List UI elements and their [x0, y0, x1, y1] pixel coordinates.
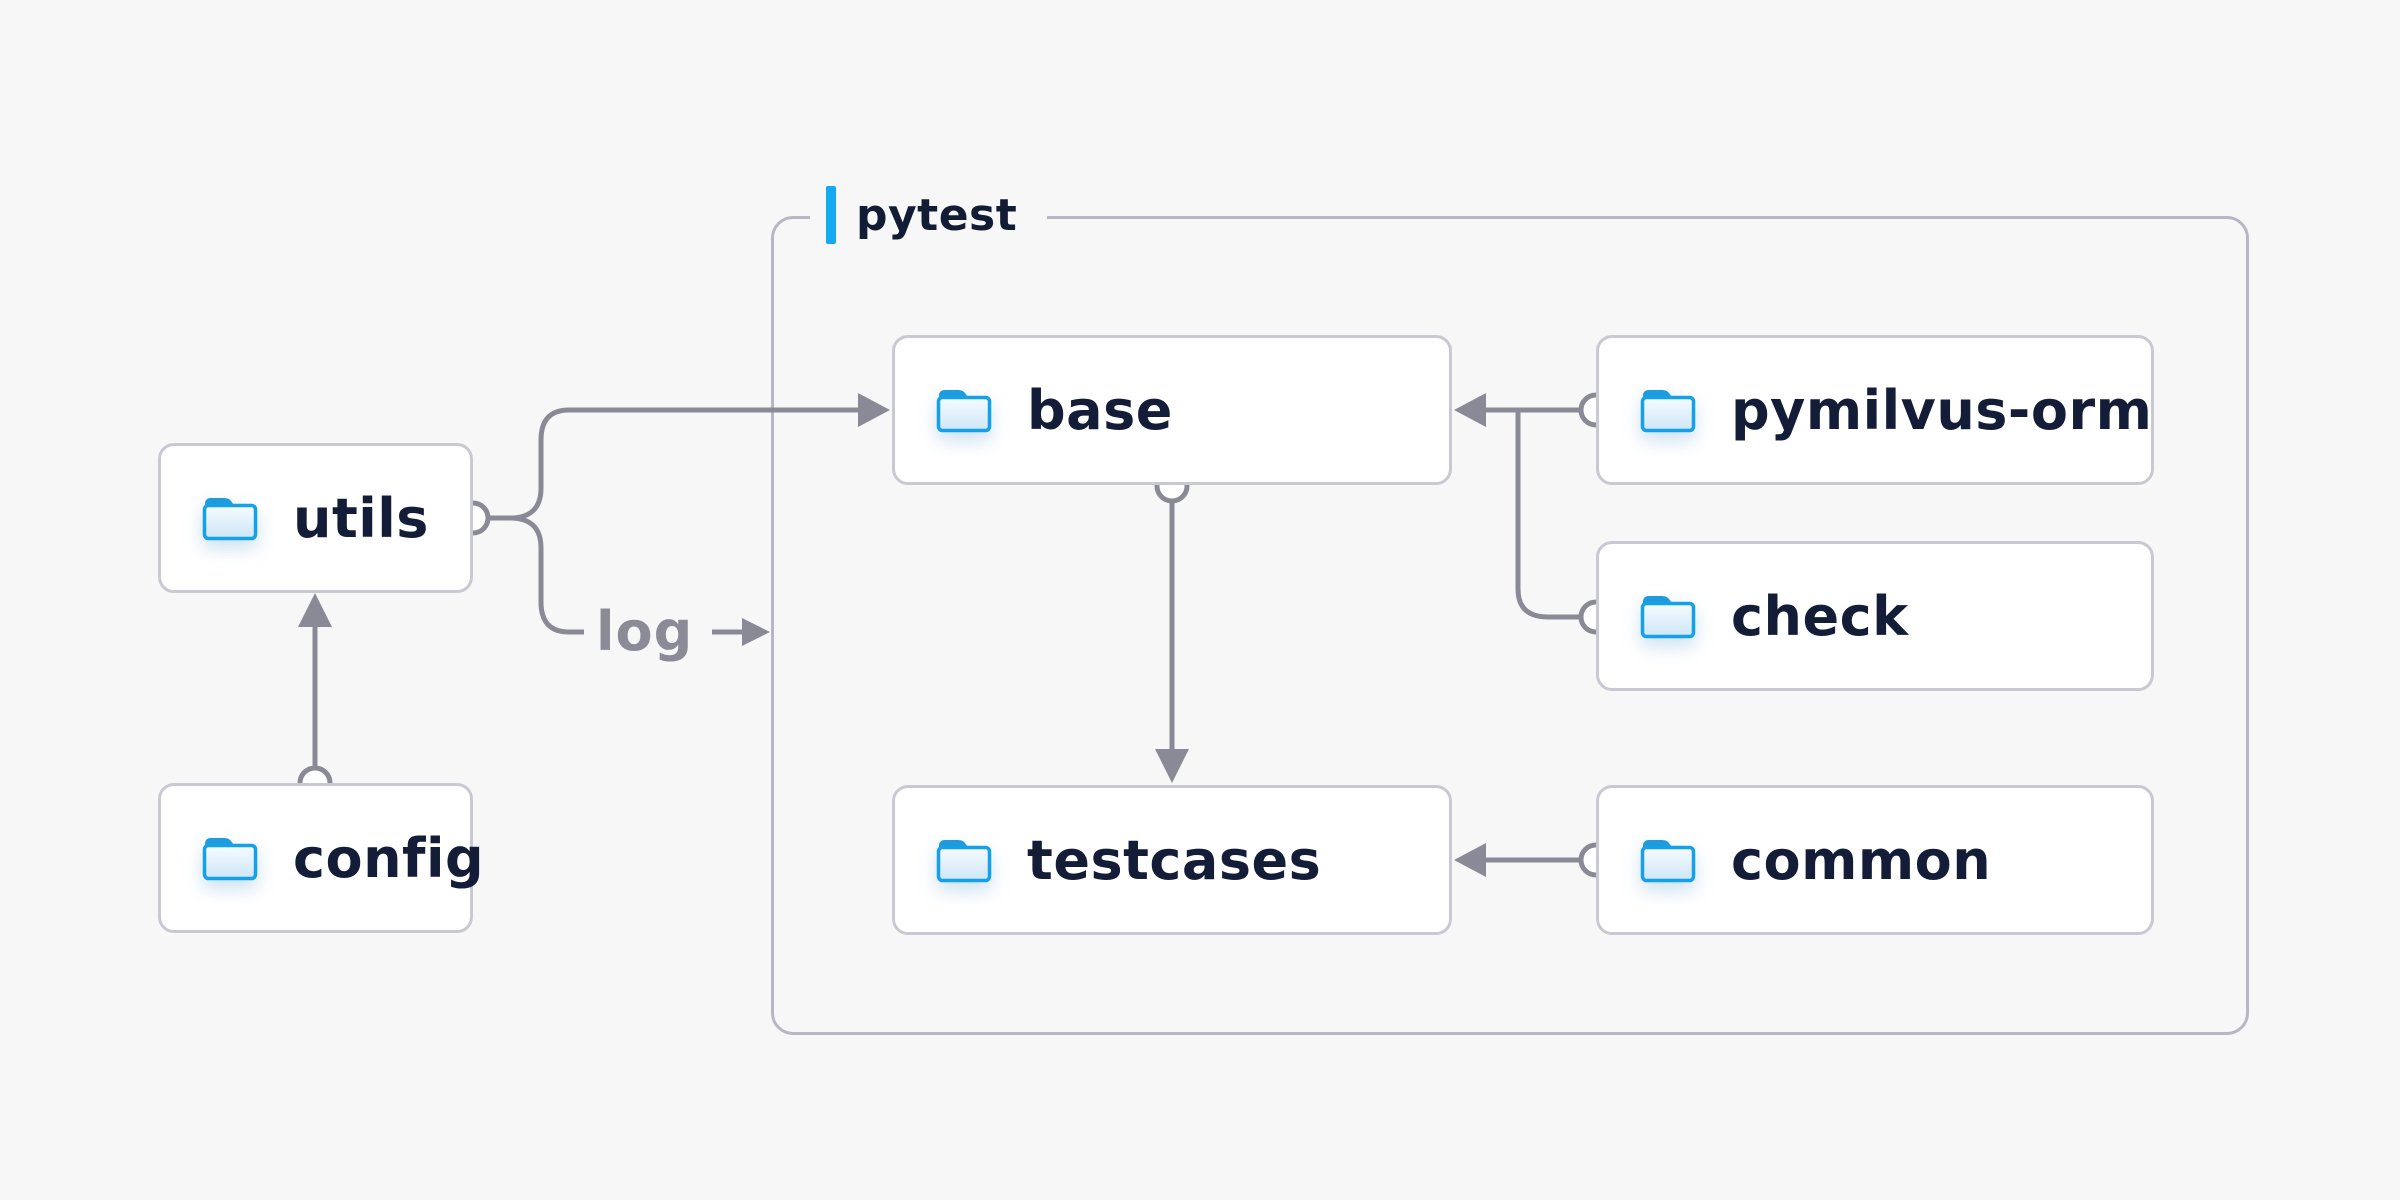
- node-utils: utils: [158, 443, 473, 593]
- node-config: config: [158, 783, 484, 933]
- folder-icon: [936, 390, 992, 433]
- folder-icon: [202, 498, 258, 541]
- node-check: check: [1596, 541, 2154, 691]
- node-base: base: [892, 335, 1452, 485]
- node-pymilvus-orm: pymilvus-orm: [1596, 335, 2154, 485]
- node-label: check: [1731, 584, 1909, 648]
- arrowhead-up: [298, 593, 332, 627]
- node-common: common: [1596, 785, 2154, 935]
- node-label: common: [1731, 828, 1992, 892]
- folder-icon: [1640, 840, 1696, 883]
- node-label: testcases: [1027, 828, 1322, 892]
- node-testcases: testcases: [892, 785, 1452, 935]
- group-label-text: pytest: [856, 189, 1018, 241]
- folder-icon: [936, 840, 992, 883]
- node-label: utils: [293, 486, 429, 550]
- edge-config-to-utils: [297, 593, 333, 801]
- arrowhead-right-small: [742, 618, 770, 646]
- pytest-group-container: [771, 216, 2249, 1035]
- node-label: pymilvus-orm: [1731, 378, 2153, 442]
- node-label: config: [293, 826, 485, 890]
- node-label: base: [1027, 378, 1173, 442]
- edge-label-log: log: [596, 600, 694, 663]
- pytest-group-label: pytest: [810, 184, 1048, 246]
- folder-icon: [1640, 390, 1696, 433]
- folder-icon: [202, 838, 258, 881]
- accent-bar: [826, 186, 836, 244]
- folder-icon: [1640, 596, 1696, 639]
